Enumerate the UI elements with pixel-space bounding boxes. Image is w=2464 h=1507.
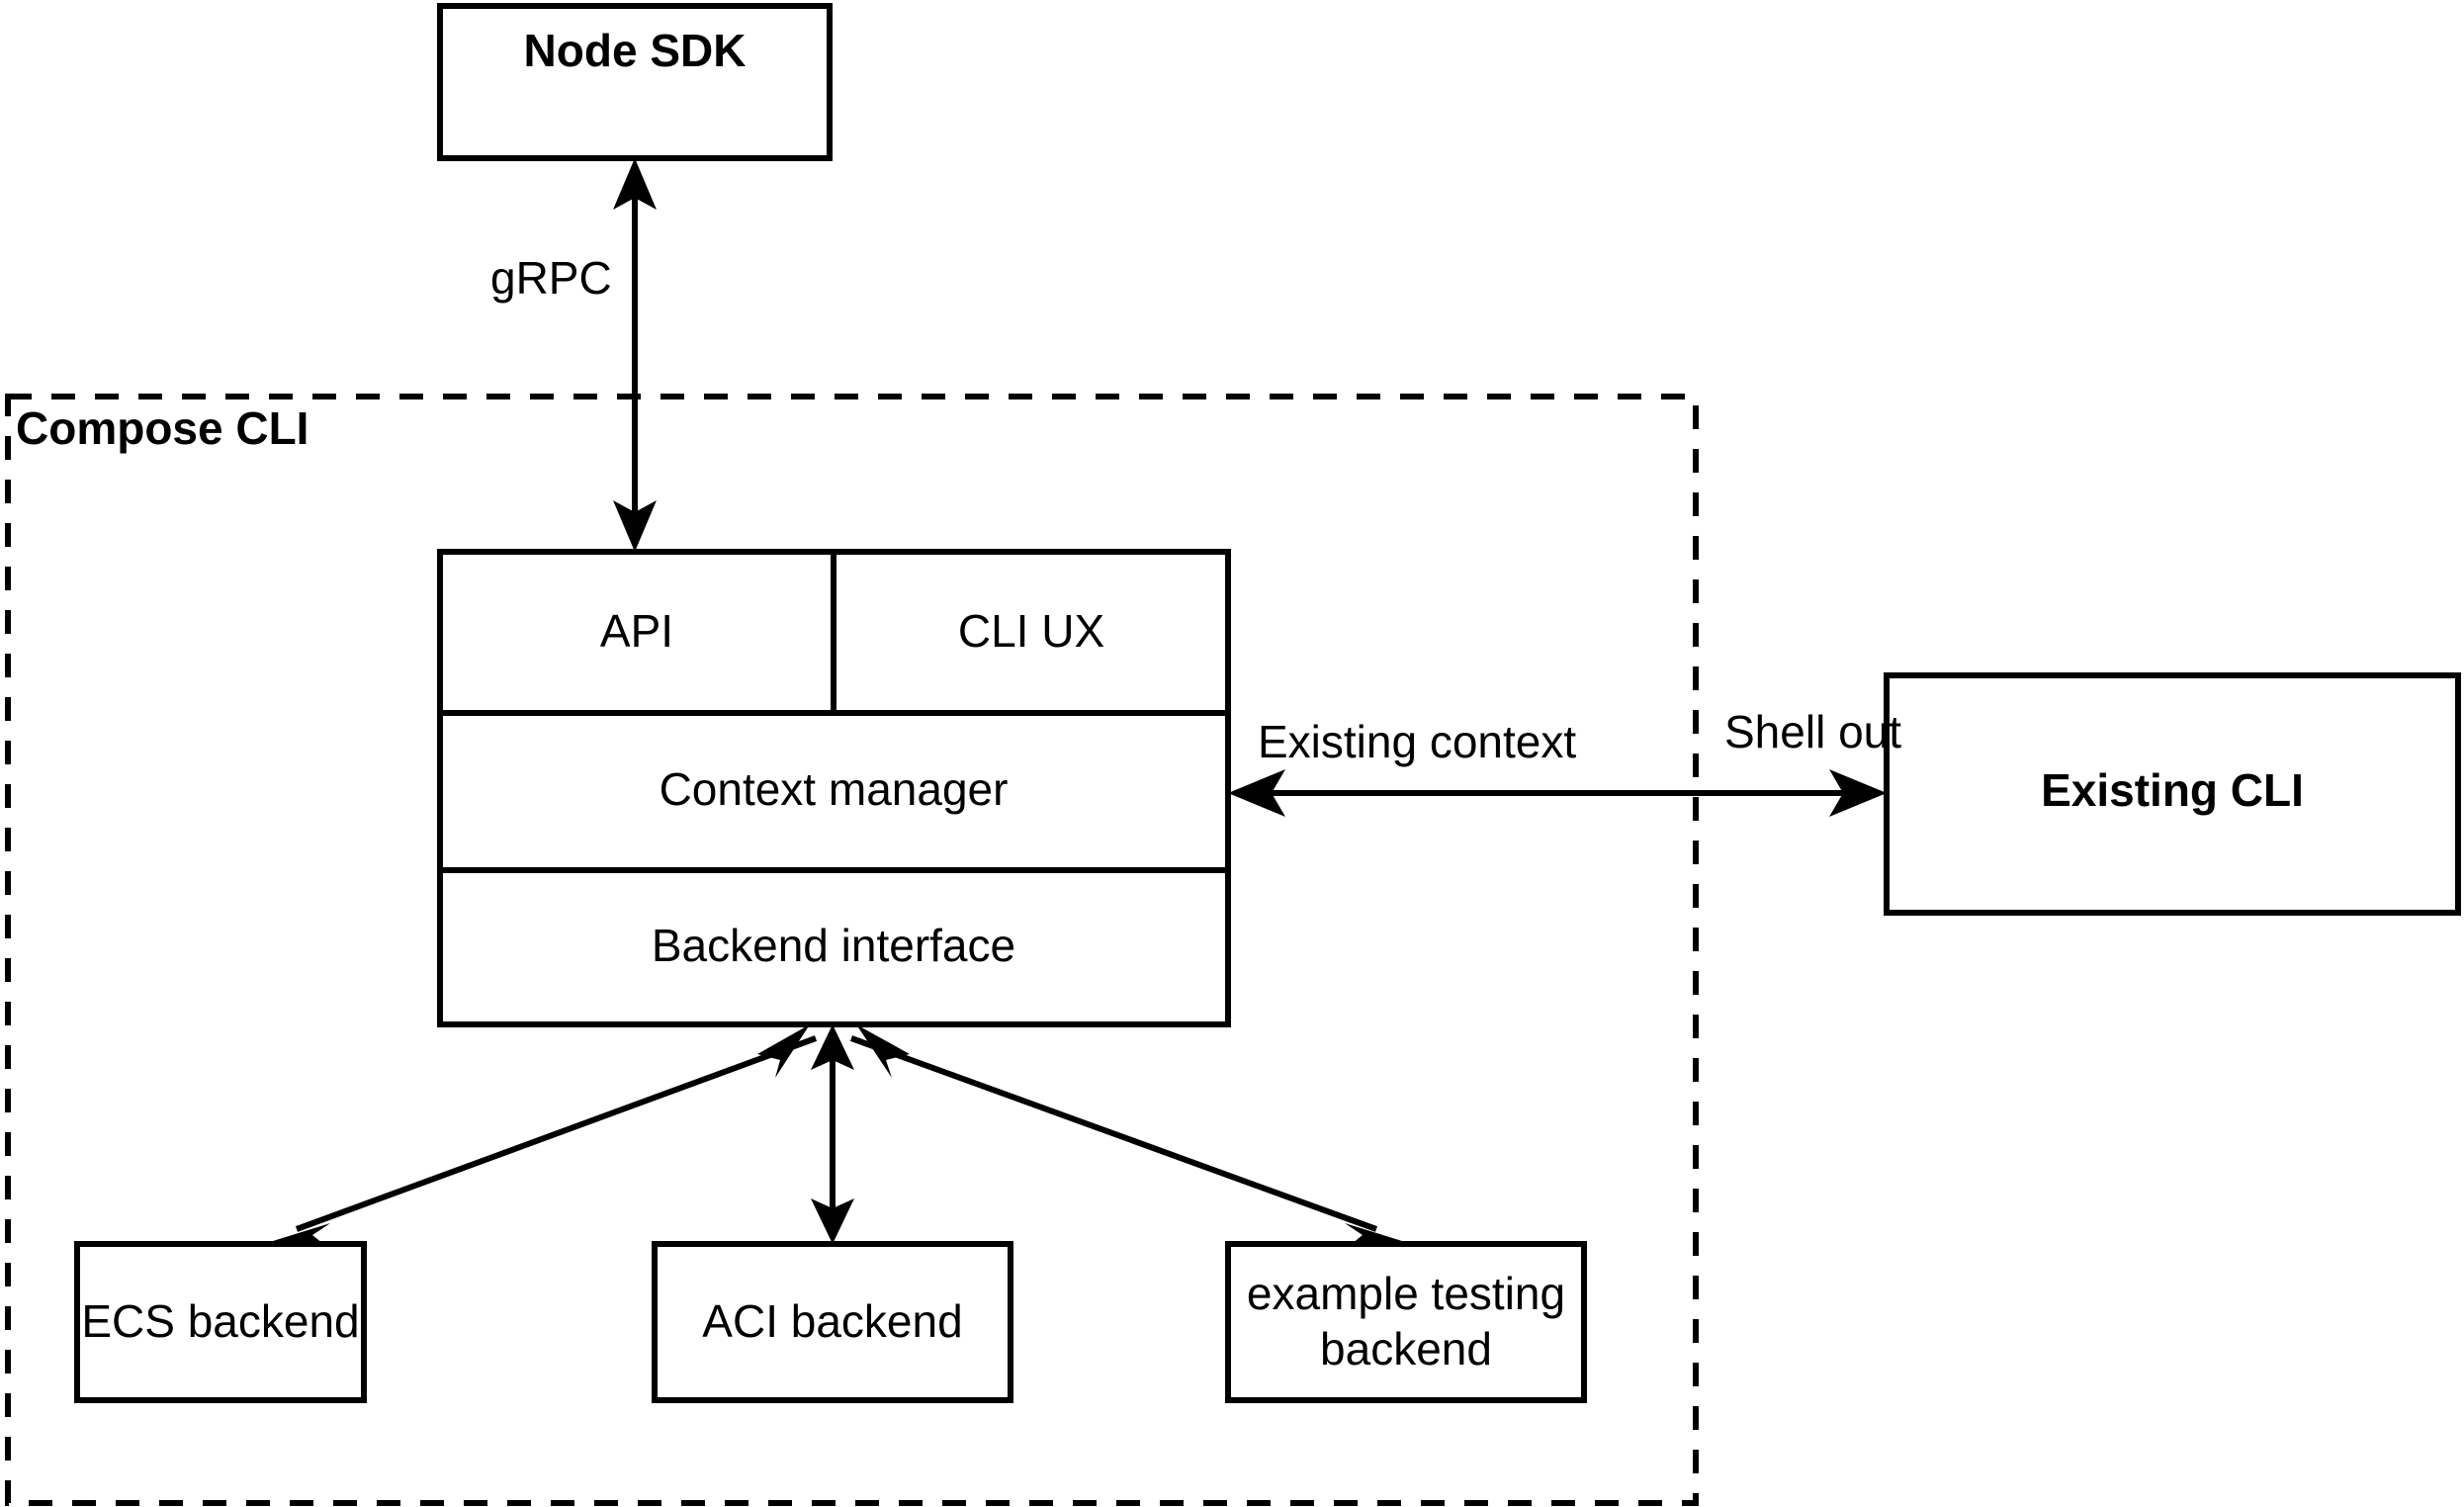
cli-ux-cell-label: CLI UX xyxy=(958,605,1104,657)
backend-ecs-arrowhead-up xyxy=(757,1024,810,1078)
grpc-arrowhead-down xyxy=(613,500,657,552)
ecs-backend-box[interactable] xyxy=(74,1241,367,1403)
example-testing-backend-label-line2: backend xyxy=(1320,1323,1492,1374)
existing-cli-label: Existing CLI xyxy=(2041,764,2304,816)
context-manager-cell-label: Context manager xyxy=(660,763,1009,815)
aci-backend-box[interactable] xyxy=(652,1241,1013,1403)
backend-example-arrowhead-up xyxy=(856,1024,910,1078)
backend-aci-arrowhead-up xyxy=(811,1024,854,1070)
backend-example-edge-line xyxy=(849,1035,1378,1232)
grpc-edge-label: gRPC xyxy=(490,252,612,304)
ecs-backend-label: ECS backend xyxy=(81,1295,359,1347)
example-testing-backend-box[interactable] xyxy=(1225,1241,1587,1403)
node-sdk-box[interactable] xyxy=(437,3,833,161)
shell-out-edge-label: Shell out xyxy=(1724,706,1901,757)
backend-aci-arrowhead-down xyxy=(811,1198,854,1244)
example-testing-backend-label-line1: example testing xyxy=(1247,1268,1565,1319)
shell-out-arrowhead-right xyxy=(1829,769,1887,817)
compose-cli-group-label: Compose CLI xyxy=(16,402,308,454)
api-cell-label: API xyxy=(600,605,673,657)
grpc-arrowhead-up xyxy=(613,158,657,210)
aci-backend-label: ACI backend xyxy=(702,1295,962,1347)
existing-cli-box[interactable] xyxy=(1884,672,2461,916)
node-sdk-label: Node SDK xyxy=(524,25,747,76)
compose-cli-group-boundary xyxy=(5,394,1699,1506)
existing-context-arrowhead-left xyxy=(1228,769,1285,817)
backend-interface-cell-label: Backend interface xyxy=(652,920,1015,971)
existing-context-edge-label: Existing context xyxy=(1258,716,1576,767)
backend-ecs-edge-line xyxy=(295,1035,818,1232)
